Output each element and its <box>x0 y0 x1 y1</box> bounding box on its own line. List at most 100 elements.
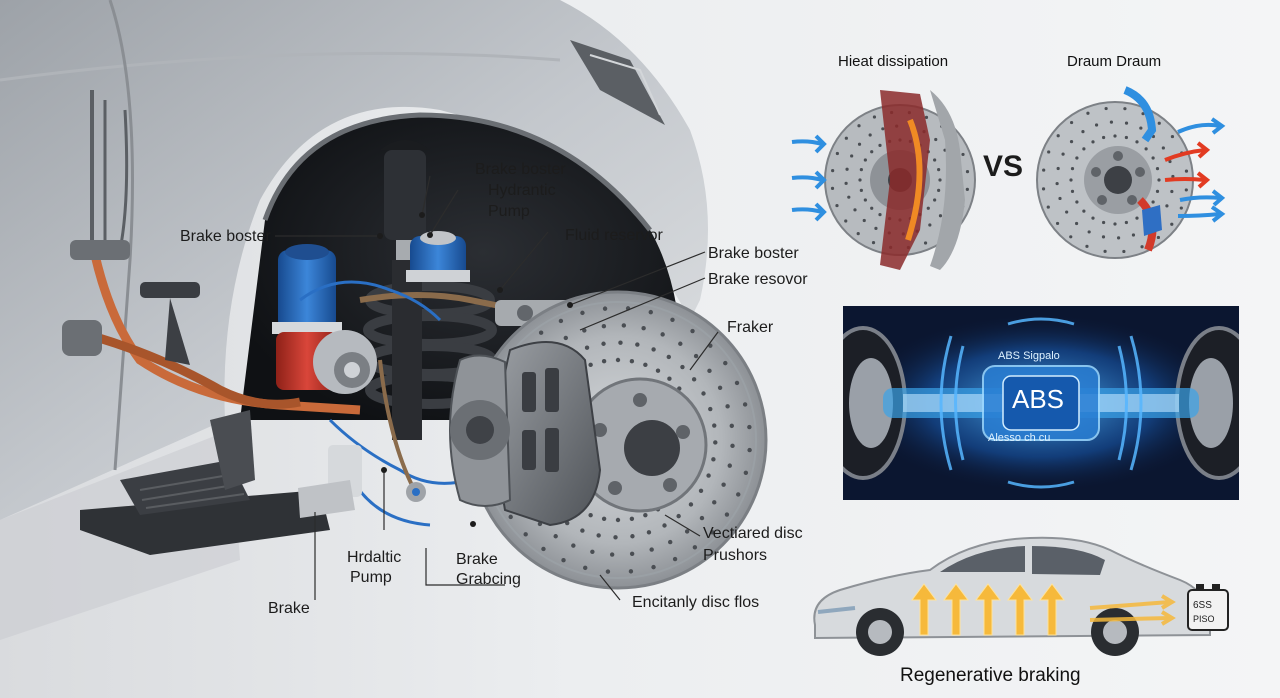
rotor-drill-hole <box>1157 178 1161 182</box>
rotor-drill-hole <box>928 223 932 227</box>
rotor-drill-hole <box>1091 216 1095 220</box>
rotor-drill-hole <box>857 142 862 146</box>
rotor-drill-hole <box>1144 147 1148 151</box>
battery-text-bottom: PISO <box>1193 614 1215 624</box>
rotor-drill-hole <box>649 547 654 552</box>
rotor-drill-hole <box>1155 189 1160 193</box>
rotor-drill-hole <box>1155 167 1160 171</box>
rotor-drill-hole <box>856 232 860 236</box>
comparison-left-title: Hieat dissipation <box>838 53 949 70</box>
label-encitanly-disc-flos: Encitanly disc flos <box>632 594 760 611</box>
rotor-drill-hole <box>1046 205 1050 209</box>
rotor-drill-hole <box>635 342 640 347</box>
rotor-drill-hole <box>678 341 683 346</box>
rotor-drill-hole <box>615 517 621 523</box>
abs-wheel-left <box>843 326 907 480</box>
rotor-drill-hole <box>1085 244 1089 248</box>
rotor-drill-hole <box>601 516 607 521</box>
rotor-drill-hole <box>1069 235 1073 239</box>
rotor-drill-hole <box>670 317 675 322</box>
rotor-drill-hole <box>643 512 648 518</box>
rotor-drill-hole <box>1161 146 1165 150</box>
rotor-drill-hole <box>646 530 652 535</box>
rotor-drill-hole <box>605 569 611 574</box>
rotor-drill-hole <box>933 198 937 202</box>
comparison-vs: VS <box>983 150 1024 183</box>
rotor-drill-hole <box>692 545 698 550</box>
rotor-drill-hole <box>1170 134 1175 139</box>
rotor-drill-hole <box>923 241 928 245</box>
rotor-drill-hole <box>1070 167 1075 171</box>
rotor-drill-hole <box>721 482 726 487</box>
rotor-drill-hole <box>609 552 615 557</box>
rotor-drill-hole <box>878 143 882 147</box>
rotor-drill-hole <box>1091 140 1095 144</box>
rotor-drill-hole <box>1075 156 1079 160</box>
comparison-right-title: Draum Draum <box>1067 53 1162 70</box>
rotor-drill-hole <box>844 136 848 140</box>
rotor-drill-hole <box>690 328 695 334</box>
rotor-drill-hole <box>621 323 627 328</box>
rotor-drill-hole <box>1065 210 1069 214</box>
rotor-drill-hole <box>1165 204 1169 208</box>
rotor-drill-hole <box>1156 235 1161 240</box>
rotor-drill-hole <box>859 188 863 192</box>
abs-bottom-text: Alesso ch cu <box>988 432 1051 444</box>
rotor-drill-hole <box>588 362 593 368</box>
rotor-drill-hole <box>727 463 732 468</box>
rotor-drill-hole <box>863 158 867 162</box>
rotor-drill-hole <box>933 158 937 162</box>
rotor-drill-hole <box>666 354 671 360</box>
rotor-drill-hole <box>847 195 851 199</box>
rotor-drill-hole <box>743 470 749 475</box>
rotor-drill-hole <box>831 169 835 173</box>
rotor-drill-hole <box>1184 188 1188 192</box>
rotor-drill-hole <box>710 530 715 535</box>
rotor-drill-hole <box>857 124 861 128</box>
rotor-drill-hole <box>693 353 699 359</box>
rotor-drill-hole <box>584 345 590 350</box>
rotor-drill-hole <box>723 360 728 366</box>
label-brake-boster-right: Brake boster <box>708 245 799 262</box>
rotor-drill-hole <box>1170 222 1174 226</box>
rotor-drill-hole <box>662 523 667 528</box>
rotor-drill-hole <box>844 181 848 185</box>
rotor-drill-hole <box>862 218 866 223</box>
rotor-drill-hole <box>859 168 863 172</box>
rotor-drill-hole <box>1058 196 1062 201</box>
rotor-drill-hole <box>698 488 704 493</box>
rotor-drill-hole <box>830 186 835 190</box>
rotor-drill-hole <box>571 543 576 548</box>
rotor-drill-hole <box>1124 121 1129 125</box>
label-pump-bottom: Pump <box>350 569 392 586</box>
rotor-drill-hole <box>538 330 544 335</box>
rotor-drill-hole <box>1184 169 1189 173</box>
abs-main-label: ABS <box>1012 384 1065 414</box>
rotor-drill-hole <box>1055 221 1060 226</box>
rotor-drill-hole <box>881 127 885 131</box>
rotor-drill-hole <box>712 423 717 428</box>
rotor-drill-hole <box>878 213 882 217</box>
rotor-drill-hole <box>1104 106 1108 111</box>
rotor-drill-hole <box>1094 123 1099 127</box>
rotor-drill-hole <box>707 368 712 374</box>
rotor-drill-hole <box>629 359 635 364</box>
rotor-drill-hole <box>1102 135 1106 140</box>
rotor-drill-hole <box>1041 187 1046 191</box>
rotor-drill-hole <box>708 406 713 412</box>
regen-title: Regenerative braking <box>900 665 1081 686</box>
label-brake-boster-top: Brake boster <box>475 161 566 178</box>
rotor-drill-hole <box>1131 233 1136 237</box>
rotor-drill-hole <box>629 516 635 521</box>
rotor-drill-hole <box>747 447 752 453</box>
rotor-drill-hole <box>1070 189 1075 193</box>
rotor-drill-hole <box>602 306 608 311</box>
rotor-drill-hole <box>553 534 558 539</box>
rotor-drill-hole <box>684 529 690 534</box>
rotor-drill-hole <box>1113 134 1117 138</box>
label-brake-mid: Brake <box>456 551 498 568</box>
rotor-drill-hole <box>601 359 607 364</box>
rotor-drill-hole <box>701 391 706 396</box>
